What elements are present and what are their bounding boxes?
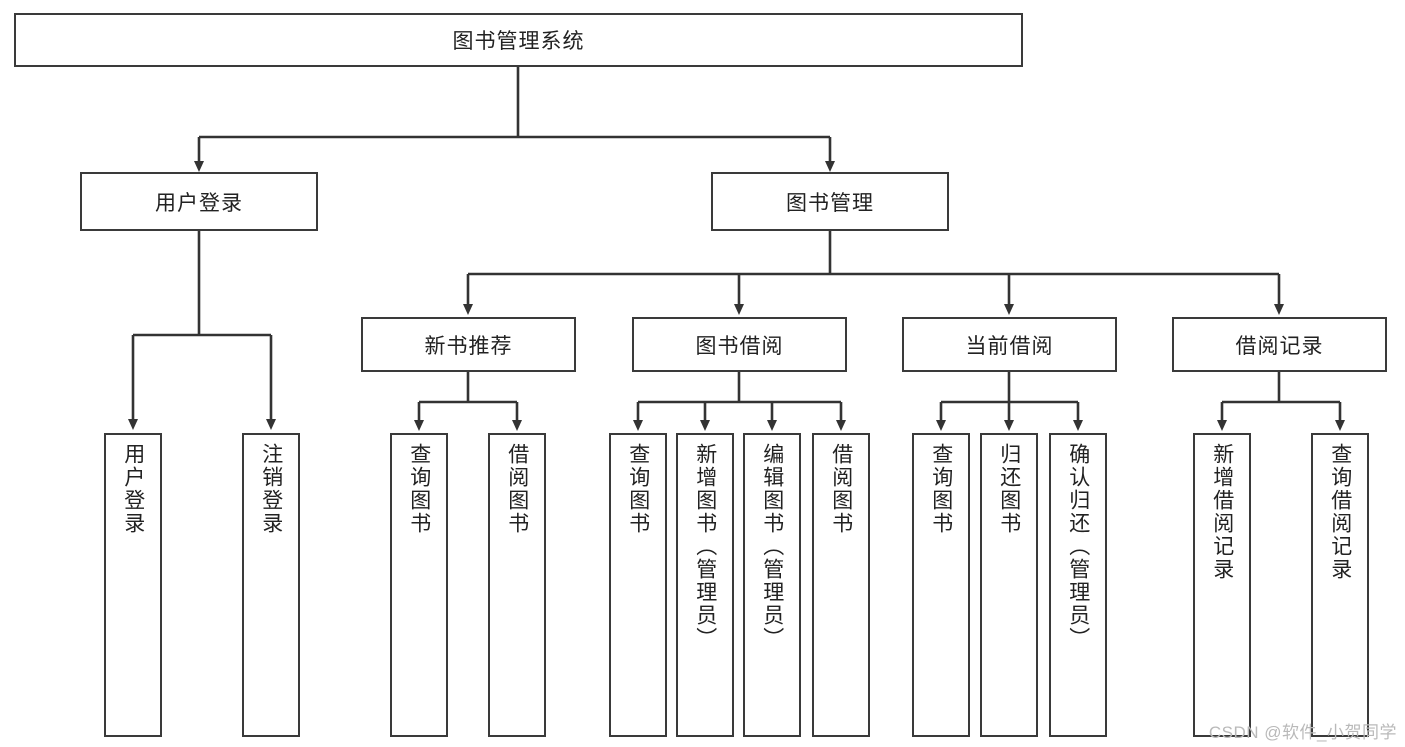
leaf-current-borrow-2-label: 归还图书: [997, 443, 1021, 535]
leaf-book-borrow-4-label: 借阅图书: [829, 443, 853, 535]
node-root-label: 图书管理系统: [452, 30, 585, 53]
node-root[interactable]: 图书管理系统: [14, 13, 1023, 67]
leaf-borrow-record-2-label: 查询借阅记录: [1328, 443, 1352, 581]
leaf-book-borrow-1[interactable]: 查询图书: [609, 433, 667, 737]
leaf-user-login-1[interactable]: 用户登录: [104, 433, 162, 737]
leaf-book-borrow-2[interactable]: 新增图书（管理员）: [676, 433, 734, 737]
leaf-borrow-record-2[interactable]: 查询借阅记录: [1311, 433, 1369, 737]
leaf-new-book-1[interactable]: 查询图书: [390, 433, 448, 737]
leaf-current-borrow-1-label: 查询图书: [929, 443, 953, 535]
node-new-book-recommend-label: 新书推荐: [424, 334, 513, 358]
node-book-borrow[interactable]: 图书借阅: [632, 317, 847, 372]
node-book-management[interactable]: 图书管理: [711, 172, 949, 231]
node-current-borrow-label: 当前借阅: [965, 334, 1054, 358]
leaf-current-borrow-2[interactable]: 归还图书: [980, 433, 1038, 737]
leaf-new-book-2-label: 借阅图书: [505, 443, 529, 535]
node-new-book-recommend[interactable]: 新书推荐: [361, 317, 576, 372]
node-borrow-record[interactable]: 借阅记录: [1172, 317, 1387, 372]
leaf-borrow-record-1[interactable]: 新增借阅记录: [1193, 433, 1251, 737]
leaf-new-book-2[interactable]: 借阅图书: [488, 433, 546, 737]
leaf-current-borrow-3-label: 确认归还（管理员）: [1066, 443, 1090, 650]
leaf-book-borrow-3-label: 编辑图书（管理员）: [760, 443, 784, 650]
leaf-user-login-1-label: 用户登录: [121, 443, 145, 535]
node-user-login-label: 用户登录: [155, 191, 243, 215]
node-current-borrow[interactable]: 当前借阅: [902, 317, 1117, 372]
node-book-management-label: 图书管理: [786, 191, 874, 215]
watermark: CSDN @软件_小贺同学: [1208, 723, 1397, 742]
leaf-current-borrow-1[interactable]: 查询图书: [912, 433, 970, 737]
node-borrow-record-label: 借阅记录: [1235, 334, 1324, 358]
leaf-borrow-record-1-label: 新增借阅记录: [1210, 443, 1234, 581]
node-user-login[interactable]: 用户登录: [80, 172, 318, 231]
leaf-book-borrow-3[interactable]: 编辑图书（管理员）: [743, 433, 801, 737]
leaf-current-borrow-3[interactable]: 确认归还（管理员）: [1049, 433, 1107, 737]
leaf-book-borrow-4[interactable]: 借阅图书: [812, 433, 870, 737]
leaf-book-borrow-1-label: 查询图书: [626, 443, 650, 535]
leaf-new-book-1-label: 查询图书: [407, 443, 431, 535]
leaf-user-login-2[interactable]: 注销登录: [242, 433, 300, 737]
leaf-user-login-2-label: 注销登录: [259, 443, 283, 535]
leaf-book-borrow-2-label: 新增图书（管理员）: [693, 443, 717, 650]
node-book-borrow-label: 图书借阅: [695, 334, 784, 358]
